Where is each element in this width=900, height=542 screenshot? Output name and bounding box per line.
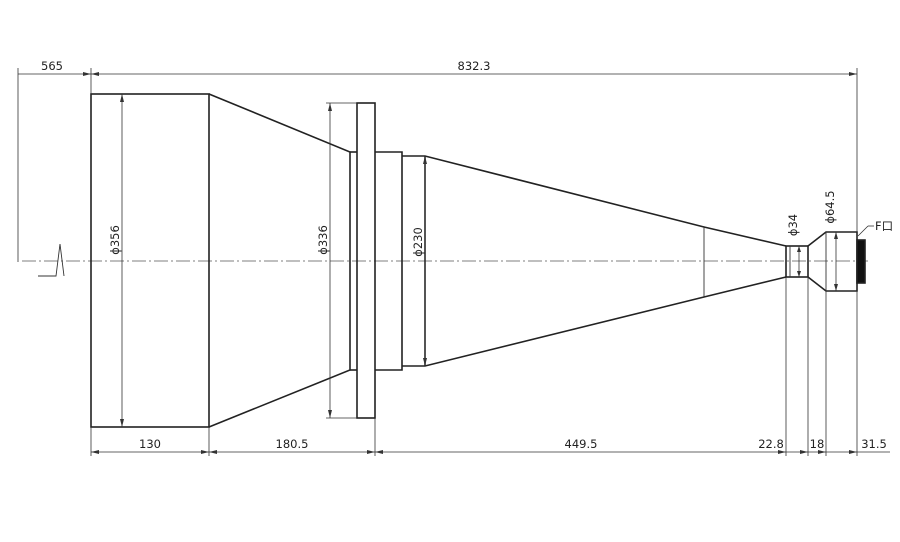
arrow (849, 450, 857, 454)
arrow (834, 232, 838, 239)
dim-working-distance: 565 (41, 59, 63, 73)
dim-front-section: 130 (139, 437, 161, 451)
flange (356, 102, 376, 419)
arrow (91, 72, 99, 76)
arrow (423, 156, 427, 164)
dim-overall-length: 832.3 (458, 59, 491, 73)
front-taper-top (208, 93, 351, 428)
arrow (797, 246, 801, 252)
arrow (120, 94, 124, 102)
rear-body (807, 231, 858, 292)
break-symbol (38, 243, 65, 277)
arrow (849, 72, 857, 76)
arrow (375, 450, 383, 454)
mount-leader-line (857, 225, 869, 237)
dim-neck: 22.8 (758, 437, 784, 451)
dim-rear: 31.5 (861, 437, 887, 451)
dim-front-barrel-diameter: ϕ356 (108, 225, 122, 255)
step-collar (375, 151, 403, 371)
neck (785, 245, 809, 278)
arrow (818, 450, 826, 454)
arrow (367, 450, 375, 454)
arrow (800, 450, 808, 454)
arrow (797, 271, 801, 277)
dim-main-taper: 449.5 (565, 437, 598, 451)
arrow (209, 450, 217, 454)
main-taper-bottom (402, 276, 787, 367)
main-taper-top (402, 155, 787, 247)
arrow (423, 358, 427, 366)
dim-front-taper: 180.5 (276, 437, 309, 451)
dim-flange-diameter: ϕ336 (316, 225, 330, 255)
mount-label: F口 (875, 219, 893, 233)
front-barrel (90, 93, 210, 428)
dim-rear-diameter: ϕ64.5 (823, 190, 837, 223)
arrow (120, 419, 124, 427)
arrow (83, 72, 91, 76)
arrow (834, 284, 838, 291)
dim-neck-diameter: ϕ34 (786, 214, 800, 236)
arrow (201, 450, 209, 454)
arrow (328, 103, 332, 111)
arrow (328, 410, 332, 418)
dim-mount-flange: 18 (810, 437, 825, 451)
arrow (778, 450, 786, 454)
dim-taper-start-diameter: ϕ230 (411, 227, 425, 257)
arrow (91, 450, 99, 454)
f-mount-thread (856, 239, 866, 284)
